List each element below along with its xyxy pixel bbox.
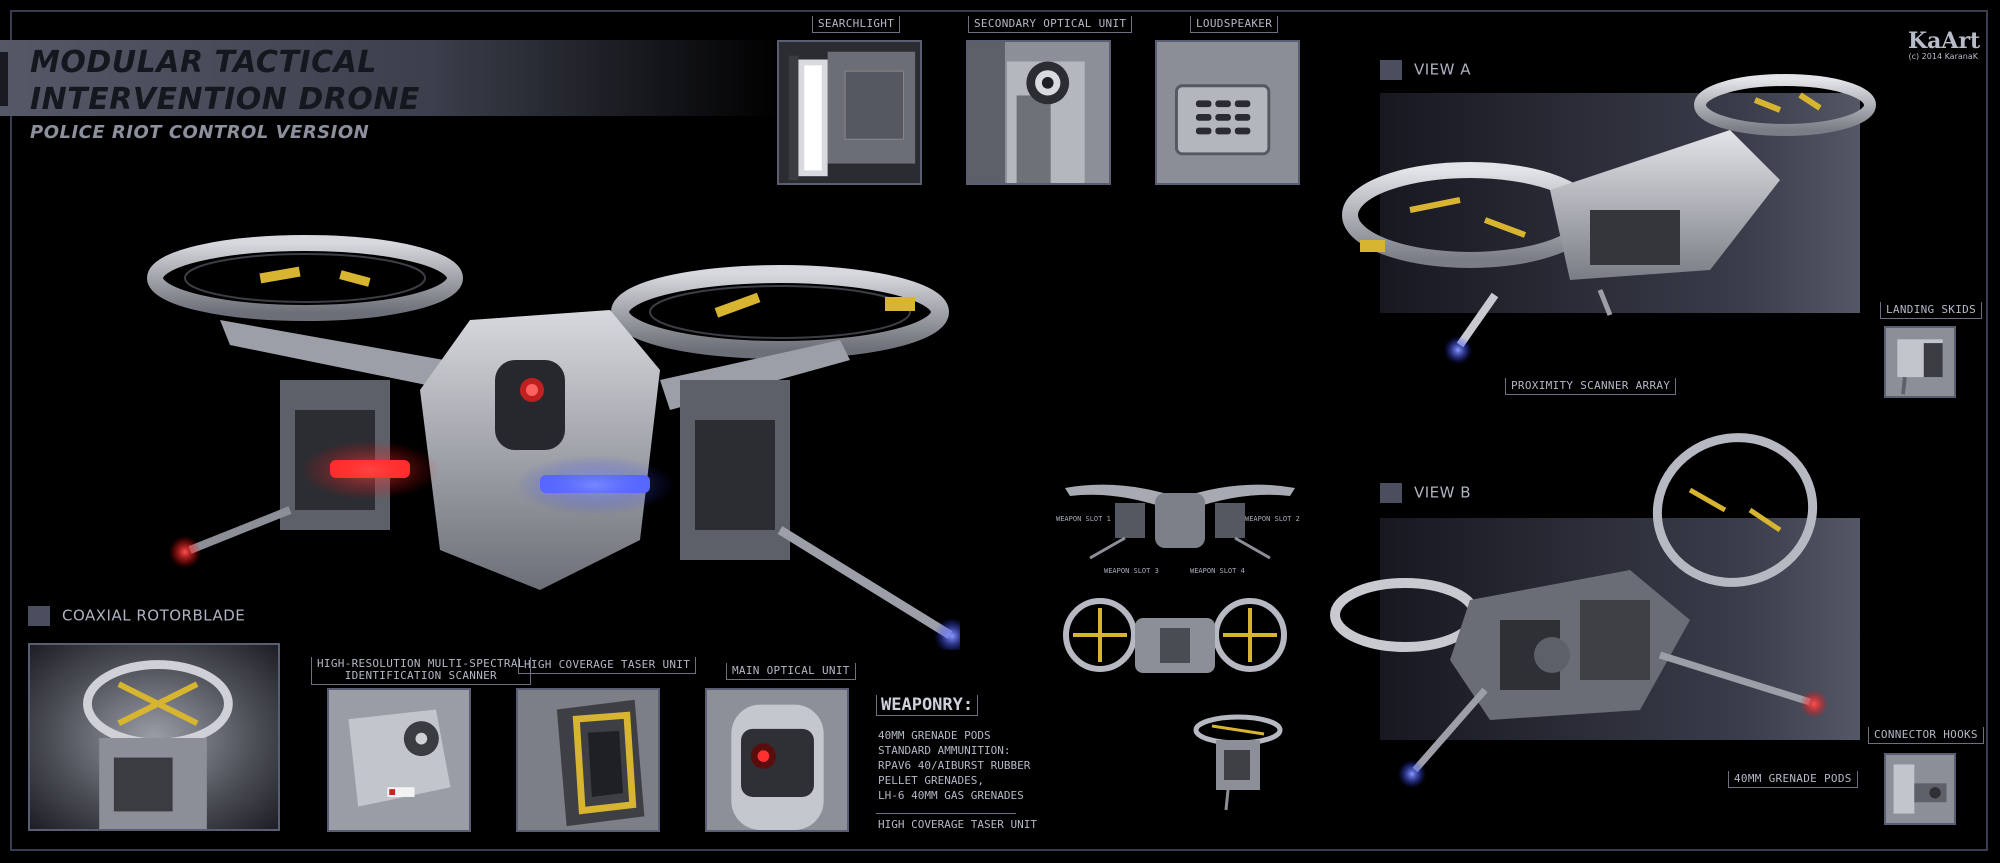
title-band <box>0 40 780 116</box>
section-view-b-label: VIEW B <box>1414 483 1472 502</box>
thumb-main-optical <box>705 688 849 832</box>
weapon-slot-3-label: WEAPON SLOT 3 <box>1104 567 1159 575</box>
callout-loudspeaker: LOUDSPEAKER <box>1190 16 1279 33</box>
title-line-2: INTERVENTION DRONE <box>30 82 420 117</box>
thumb-coaxial-rotorblade <box>28 643 280 831</box>
searchlight-image <box>779 42 920 183</box>
artist-logo: KaArt (c) 2014 KaranaK <box>1908 28 1981 62</box>
loudspeaker-image <box>1157 42 1298 183</box>
weaponry-list: 40MM GRENADE PODS STANDARD AMMUNITION: R… <box>878 728 1030 803</box>
weaponry-footer: HIGH COVERAGE TASER UNIT <box>878 818 1037 831</box>
page-subtitle: POLICE RIOT CONTROL VERSION <box>30 122 370 143</box>
secondary-optical-image <box>968 42 1109 183</box>
logo-mark: KaArt <box>1908 28 1981 54</box>
thumb-secondary-optical <box>966 40 1111 185</box>
section-coaxial: COAXIAL ROTORBLADE <box>28 606 245 626</box>
main-drone-render <box>147 235 960 650</box>
view-b-drone <box>1330 433 1828 788</box>
landing-skids-image <box>1886 328 1954 396</box>
weapon-slot-2-label: WEAPON SLOT 2 <box>1245 515 1300 523</box>
weaponry-line: PELLET GRENADES, <box>878 774 984 787</box>
thumb-landing-skids <box>1884 326 1956 398</box>
thumb-searchlight <box>777 40 922 185</box>
thumb-connector-hooks <box>1884 753 1956 825</box>
weaponry-line: 40MM GRENADE PODS <box>878 729 991 742</box>
section-marker <box>28 606 50 626</box>
scanner-image <box>329 690 469 830</box>
connector-hooks-image <box>1886 755 1954 823</box>
weapon-slot-4-label: WEAPON SLOT 4 <box>1190 567 1245 575</box>
thumb-scanner <box>327 688 471 832</box>
taser-image <box>518 690 658 830</box>
page-title: MODULAR TACTICAL INTERVENTION DRONE <box>30 44 420 118</box>
callout-landing-skids: LANDING SKIDS <box>1880 302 1982 319</box>
callout-secondary-optical: SECONDARY OPTICAL UNIT <box>968 16 1133 33</box>
weaponry-line: LH-6 40MM GAS GRENADES <box>878 789 1024 802</box>
front-view-drone <box>1065 484 1295 560</box>
callout-proximity: PROXIMITY SCANNER ARRAY <box>1505 378 1677 395</box>
callout-grenade-pods: 40MM GRENADE PODS <box>1728 771 1858 788</box>
callout-taser: HIGH COVERAGE TASER UNIT <box>518 657 697 674</box>
weaponry-line: STANDARD AMMUNITION: <box>878 744 1011 757</box>
side-view-drone <box>1193 714 1283 811</box>
callout-searchlight: SEARCHLIGHT <box>812 16 901 33</box>
section-coaxial-label: COAXIAL ROTORBLADE <box>62 606 246 625</box>
section-view-b: VIEW B <box>1380 483 1471 503</box>
section-view-a: VIEW A <box>1380 60 1471 80</box>
section-marker <box>1380 483 1402 503</box>
thumb-loudspeaker <box>1155 40 1300 185</box>
rotorblade-image <box>83 660 233 829</box>
top-view-drone <box>1063 598 1287 673</box>
title-line-1: MODULAR TACTICAL <box>30 45 377 80</box>
callout-scanner: HIGH-RESOLUTION MULTI-SPECTRAL IDENTIFIC… <box>311 657 531 685</box>
callout-main-optical: MAIN OPTICAL UNIT <box>726 663 856 680</box>
logo-copyright: (c) 2014 KaranaK <box>1908 52 1978 61</box>
page-frame <box>10 10 1988 851</box>
section-view-a-label: VIEW A <box>1414 60 1472 79</box>
weaponry-line: RPAV6 40/AIBURST RUBBER <box>878 759 1031 772</box>
weaponry-title: WEAPONRY: <box>876 695 979 716</box>
view-a-drone <box>1342 74 1876 364</box>
thumb-taser <box>516 688 660 832</box>
section-marker <box>1380 60 1402 80</box>
main-optical-image <box>707 690 847 830</box>
callout-scanner-line-2: IDENTIFICATION SCANNER <box>344 669 497 682</box>
weaponry-divider <box>876 813 1016 814</box>
weapon-slot-1-label: WEAPON SLOT 1 <box>1056 515 1111 523</box>
callout-scanner-line-1: HIGH-RESOLUTION MULTI-SPECTRAL <box>317 657 525 670</box>
callout-connector-hooks: CONNECTOR HOOKS <box>1868 727 1984 744</box>
